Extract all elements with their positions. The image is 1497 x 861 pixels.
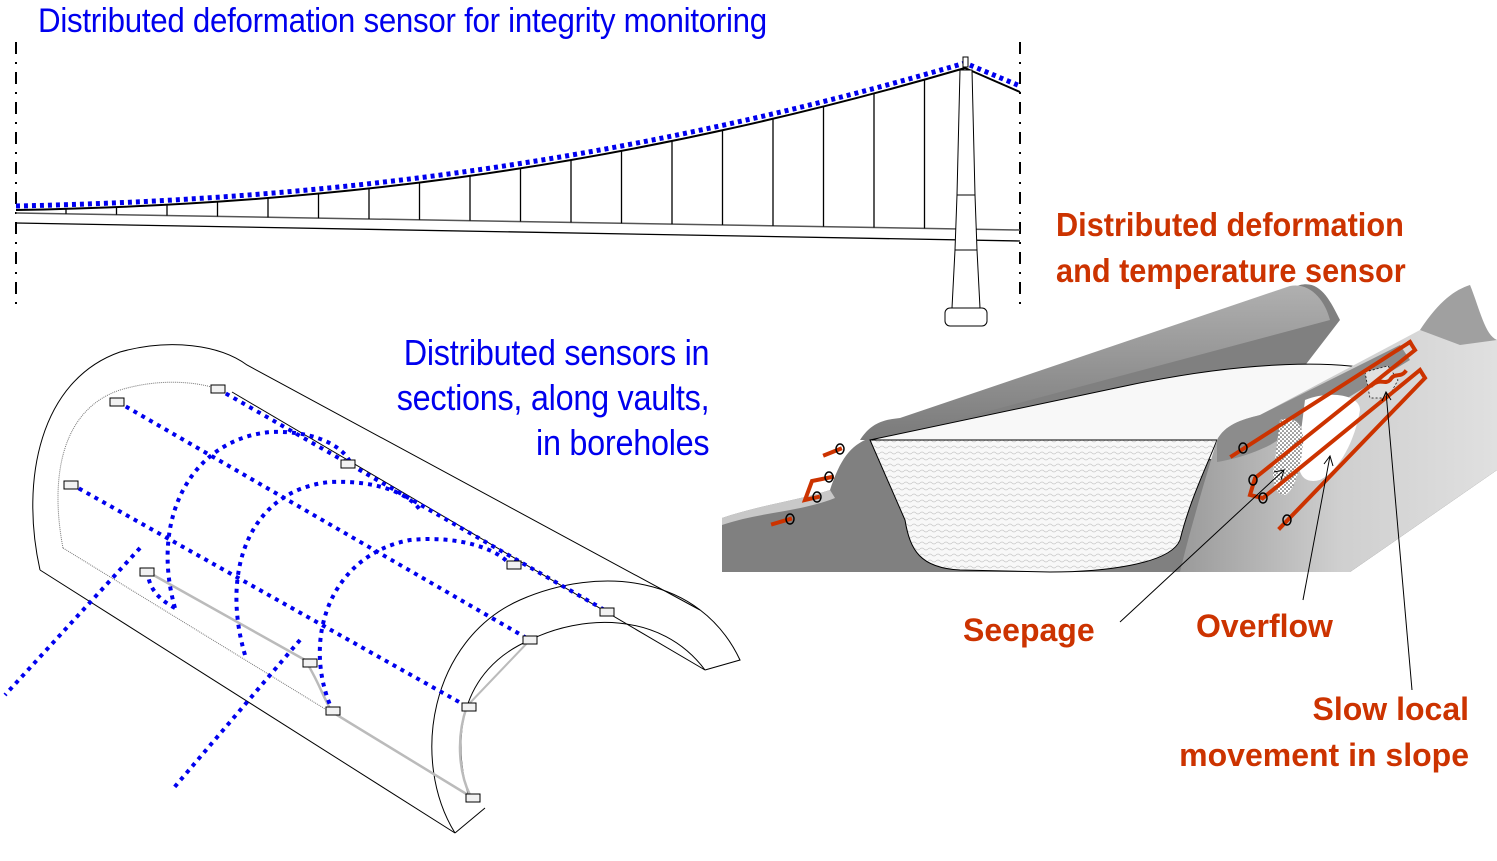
deck-bottom [15, 222, 1021, 242]
overflow-leader [1302, 455, 1331, 601]
tunnel-sensor-nodes [63, 384, 615, 803]
tunnel-title-line: Distributed sensors in [403, 332, 709, 373]
tunnel-sensor-lines [3, 387, 609, 792]
tunnel-inner-back [57, 381, 216, 549]
slow-movement-label: Slow local movement in slope [1179, 686, 1469, 778]
seepage-zone [1273, 418, 1304, 495]
annotation-leaders [1119, 390, 1413, 691]
tunnel-outer-back [32, 344, 701, 611]
overflow-label: Overflow [1196, 608, 1333, 644]
suspension-bridge-illustration [15, 42, 1021, 327]
tunnel-front-ring [431, 580, 741, 834]
dam-title-line: Distributed deformation [1056, 206, 1404, 243]
main-cable [15, 66, 1021, 211]
dam-illustration [722, 284, 1497, 691]
slow-movement-leader [1385, 391, 1413, 691]
overflow-zone [1298, 394, 1360, 481]
reservoir-water [869, 439, 1218, 573]
hanger-cables [65, 79, 926, 229]
bridge-title: Distributed deformation sensor for integ… [38, 2, 767, 40]
dam-sensor-nodes [785, 442, 1292, 526]
deck-top [15, 212, 1021, 231]
seepage-leader [1119, 469, 1285, 623]
slow-movement-label-line: Slow local [1312, 691, 1469, 727]
bridge-pylon [944, 56, 988, 327]
dam-title: Distributed deformation and temperature … [1056, 202, 1406, 294]
bridge-sensor-line [15, 60, 1021, 209]
dam-sensor-lines [770, 339, 1428, 531]
tunnel-title-line: sections, along vaults, [396, 377, 709, 418]
dam-left-crest [860, 285, 1330, 440]
tunnel-illustration [3, 344, 741, 834]
tunnel-title: Distributed sensors in sections, along v… [396, 330, 709, 465]
dam-title-line: and temperature sensor [1056, 252, 1406, 289]
tunnel-title-line: in boreholes [535, 422, 710, 463]
seepage-label: Seepage [963, 612, 1095, 648]
slow-movement-label-line: movement in slope [1179, 737, 1469, 773]
